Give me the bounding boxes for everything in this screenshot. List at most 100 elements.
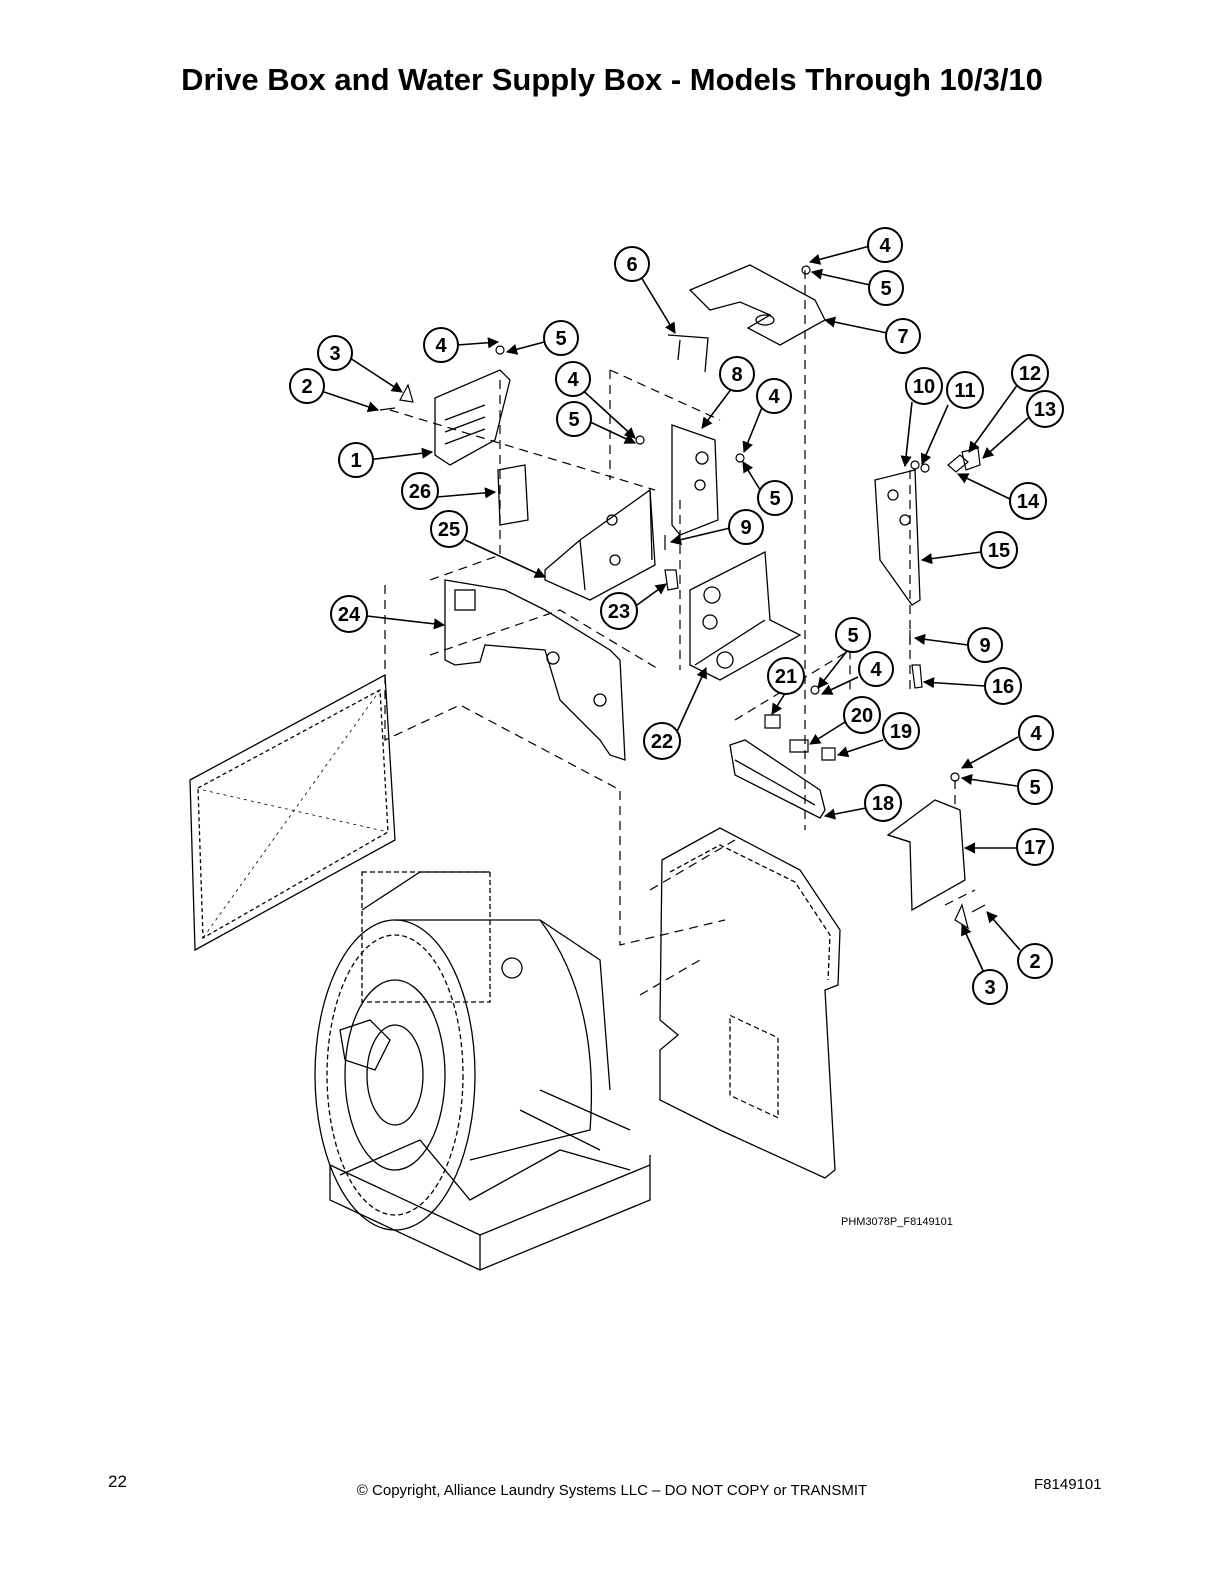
callout-1: 1 <box>338 442 374 478</box>
svg-text:6: 6 <box>626 254 637 276</box>
svg-text:5: 5 <box>847 625 858 647</box>
svg-text:2: 2 <box>1029 951 1040 973</box>
svg-text:13: 13 <box>1034 399 1056 421</box>
svg-text:20: 20 <box>851 705 873 727</box>
part-8-bracket <box>671 424 719 536</box>
callout-4: 4 <box>867 227 903 263</box>
callout-3: 3 <box>972 969 1008 1005</box>
callout-5: 5 <box>556 401 592 437</box>
callout-4: 4 <box>858 651 894 687</box>
svg-text:18: 18 <box>872 793 894 815</box>
callout-16: 16 <box>984 667 1022 705</box>
svg-text:16: 16 <box>992 676 1014 698</box>
svg-text:15: 15 <box>988 540 1010 562</box>
svg-text:5: 5 <box>769 488 780 510</box>
callout-23: 23 <box>600 592 638 630</box>
part-7-top-plate <box>688 264 826 346</box>
svg-text:5: 5 <box>568 409 579 431</box>
washer-drum-base <box>314 871 651 1271</box>
callout-bubbles: 1 2 3 4 5 4 5 6 4 5 7 8 4 5 9 26 25 23 2… <box>289 227 1064 1005</box>
callout-13: 13 <box>1026 390 1064 428</box>
callout-24: 24 <box>330 595 368 633</box>
callout-4: 4 <box>756 378 792 414</box>
svg-text:3: 3 <box>984 977 995 999</box>
svg-text:23: 23 <box>608 601 630 623</box>
callout-19: 19 <box>882 712 920 750</box>
svg-text:9: 9 <box>740 517 751 539</box>
svg-text:24: 24 <box>338 604 361 626</box>
part-1-bracket <box>434 369 511 466</box>
callout-5: 5 <box>835 617 871 653</box>
callout-10: 10 <box>905 367 943 405</box>
svg-text:5: 5 <box>1029 777 1040 799</box>
small-hardware <box>379 265 986 930</box>
part-22-water-supply-box <box>689 550 802 681</box>
assembly-guide-lines <box>384 270 976 996</box>
callout-leader-lines <box>317 245 1029 976</box>
callout-4: 4 <box>1018 715 1054 751</box>
callout-2: 2 <box>289 368 325 404</box>
copyright-notice: © Copyright, Alliance Laundry Systems LL… <box>356 1482 868 1499</box>
svg-text:22: 22 <box>651 731 673 753</box>
callout-5: 5 <box>868 270 904 306</box>
rear-panel <box>659 827 841 1179</box>
part-15-bracket <box>874 469 921 606</box>
part-25-drive-box <box>544 488 656 601</box>
svg-text:2: 2 <box>301 376 312 398</box>
svg-text:4: 4 <box>879 235 891 257</box>
svg-text:4: 4 <box>870 659 882 681</box>
callout-9: 9 <box>728 509 764 545</box>
svg-text:12: 12 <box>1019 363 1041 385</box>
svg-text:4: 4 <box>768 386 780 408</box>
callout-11: 11 <box>946 371 984 409</box>
svg-text:4: 4 <box>1030 723 1042 745</box>
callout-6: 6 <box>614 246 650 282</box>
svg-text:26: 26 <box>409 481 431 503</box>
svg-text:4: 4 <box>435 335 447 357</box>
callout-7: 7 <box>885 318 921 354</box>
svg-text:11: 11 <box>954 380 975 402</box>
document-code: F8149101 <box>1034 1476 1102 1493</box>
svg-text:7: 7 <box>897 326 908 348</box>
callout-5: 5 <box>757 480 793 516</box>
callout-3: 3 <box>317 335 353 371</box>
callout-4: 4 <box>555 361 591 397</box>
part-24-panel <box>444 579 626 761</box>
svg-text:14: 14 <box>1017 491 1040 513</box>
svg-text:19: 19 <box>890 721 912 743</box>
svg-text:3: 3 <box>329 343 340 365</box>
svg-text:5: 5 <box>555 328 566 350</box>
svg-text:25: 25 <box>438 519 460 541</box>
svg-text:5: 5 <box>880 278 891 300</box>
part-17-cover <box>886 799 966 912</box>
svg-text:4: 4 <box>567 369 579 391</box>
part-6-channel <box>667 334 709 373</box>
svg-text:17: 17 <box>1024 837 1046 859</box>
svg-text:10: 10 <box>913 376 935 398</box>
figure-id: PHM3078P_F8149101 <box>841 1216 953 1228</box>
callout-14: 14 <box>1009 482 1047 520</box>
callout-5: 5 <box>1017 769 1053 805</box>
callout-4: 4 <box>423 327 459 363</box>
callout-18: 18 <box>864 784 902 822</box>
callout-15: 15 <box>980 531 1018 569</box>
callout-9: 9 <box>967 627 1003 663</box>
callout-8: 8 <box>719 356 755 392</box>
page-number: 22 <box>108 1472 127 1491</box>
svg-text:21: 21 <box>775 666 797 688</box>
callout-21: 21 <box>767 657 805 695</box>
frame-panel-left <box>189 673 396 952</box>
callout-12: 12 <box>1011 354 1049 392</box>
callout-17: 17 <box>1016 828 1054 866</box>
svg-text:1: 1 <box>350 450 361 472</box>
callout-25: 25 <box>430 510 468 548</box>
svg-text:9: 9 <box>979 635 990 657</box>
page-title: Drive Box and Water Supply Box - Models … <box>181 62 1043 97</box>
part-26-plate <box>497 464 529 526</box>
svg-text:8: 8 <box>731 364 742 386</box>
callout-2: 2 <box>1017 943 1053 979</box>
callout-22: 22 <box>643 722 681 760</box>
callout-5: 5 <box>543 320 579 356</box>
callout-26: 26 <box>401 472 439 510</box>
